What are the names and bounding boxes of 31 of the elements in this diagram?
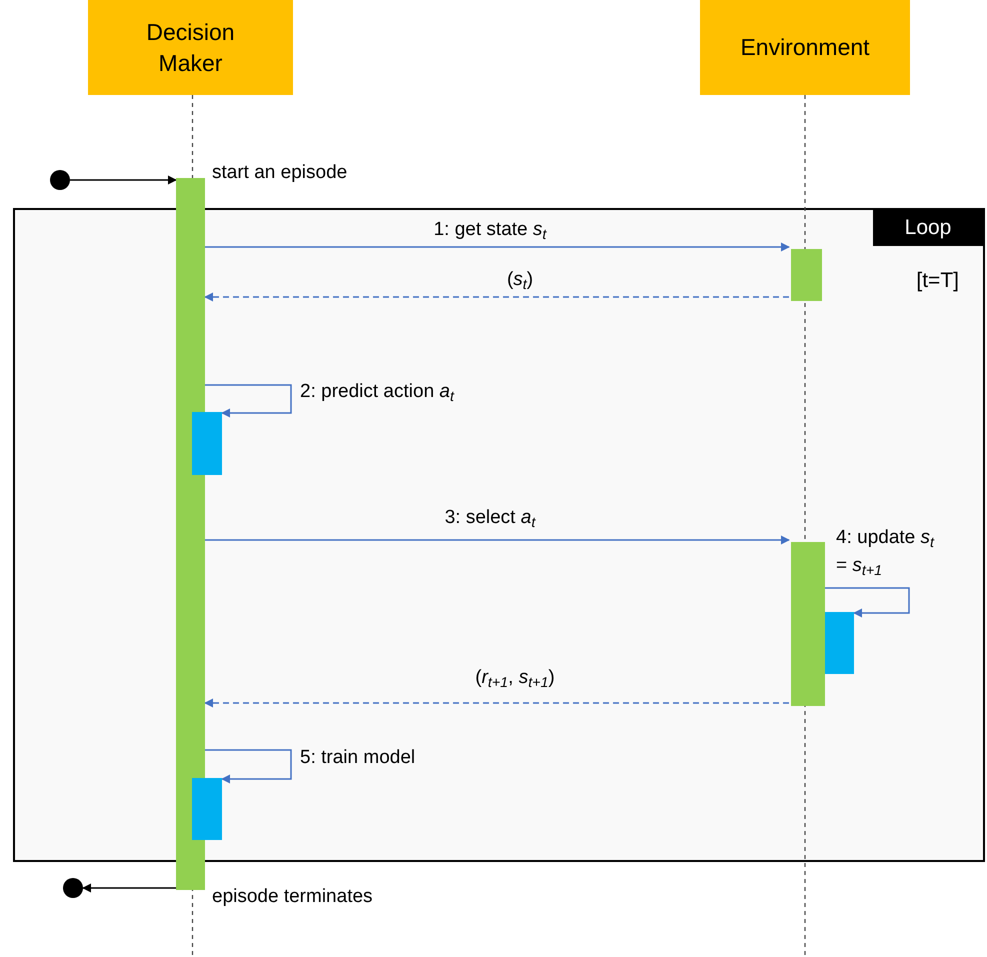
nested-activation-bar: [825, 612, 854, 674]
episode-note: episode terminates: [212, 885, 373, 909]
message-label: (s$_{t}$): [506, 268, 534, 294]
return-arrow: [204, 292, 789, 302]
message-label: 5: train model: [300, 746, 416, 770]
message-arrow: [823, 587, 910, 618]
lifeline-header: [700, 0, 910, 95]
lifeline-header: [88, 0, 293, 95]
loop-tag: Loop: [873, 210, 983, 246]
activation-bar: [791, 249, 822, 301]
activation-bar: [791, 542, 825, 706]
message-label: 3: select a$_{t}$: [444, 506, 537, 532]
return-arrow: [204, 698, 789, 708]
nested-activation-bar: [192, 412, 222, 475]
nested-activation-bar: [192, 778, 222, 840]
loop-guard: [t=T]: [916, 268, 959, 294]
activation-bar: [176, 178, 205, 890]
message-label: (r$_{t+1}$, s$_{t+1}$): [474, 666, 556, 692]
loop-frame: [13, 208, 985, 862]
message-arrow: [205, 384, 292, 418]
message-arrow: [205, 536, 790, 544]
message-label: 2: predict action a$_{t}$: [300, 380, 456, 406]
message-label: 4: update s$_{t}$ = s$_{t+1}$: [836, 526, 936, 580]
message-label: 1: get state s$_{t}$: [432, 218, 548, 244]
message-arrow: [82, 884, 176, 892]
participant-name: Decision Maker: [145, 18, 236, 78]
message-arrow: [205, 242, 790, 252]
message-arrow: [70, 176, 177, 184]
message-arrow: [205, 749, 292, 784]
participant-name: Environment: [739, 33, 871, 62]
episode-note: start an episode: [212, 161, 348, 185]
